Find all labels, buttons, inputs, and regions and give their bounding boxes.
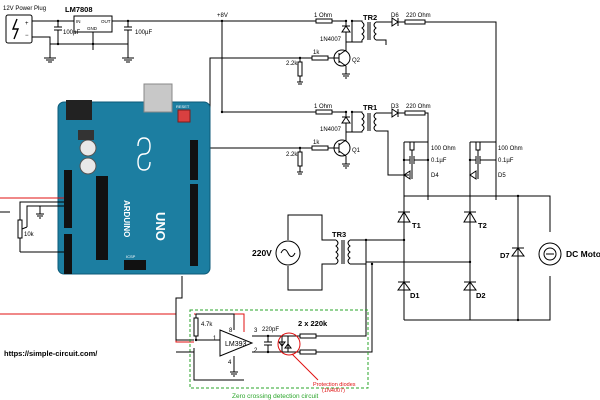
zc-note-line2: (1N4007) <box>322 388 345 394</box>
gate-right-c-label: 0.1µF <box>498 158 514 164</box>
svg-text:IN: IN <box>76 19 81 24</box>
zc-r220k-label: 2 x 220k <box>298 319 328 328</box>
t1-label: T1 <box>412 221 421 230</box>
tr2-d6-label: D6 <box>391 13 399 19</box>
lm393-comparator: LM393 <box>219 329 254 357</box>
gate-left-r-label: 100 Ohm <box>431 146 456 152</box>
power-plug-label: 12V Power Plug <box>3 6 46 12</box>
svg-text:1: 1 <box>213 336 217 342</box>
svg-text:GND: GND <box>87 26 98 31</box>
tr2-1k-label: 1k <box>313 50 320 56</box>
t2-label: T2 <box>478 221 487 230</box>
q1-label: Q1 <box>352 148 361 154</box>
tr2-driver-section: 1 Ohm 1N4007 TR2 D6 220 Ohm 1k 2.2k <box>182 13 497 200</box>
q2-transistor <box>333 49 351 67</box>
tr1-1n4007-label: 1N4007 <box>320 127 342 133</box>
zc-r47k-label: 4.7k <box>201 322 213 328</box>
power-jack <box>66 100 92 120</box>
regulator-label: LM7808 <box>65 5 93 14</box>
svg-text:4: 4 <box>228 360 232 366</box>
tr2-1n4007-label: 1N4007 <box>320 37 342 43</box>
tr1-1k-label: 1k <box>313 140 320 146</box>
svg-text:8: 8 <box>229 328 233 334</box>
arduino-board: RESET ICSP ARDUINO UNO <box>57 83 211 275</box>
tr2-2k2-label: 2.2k <box>286 61 298 67</box>
d1-label: D1 <box>410 291 420 300</box>
power-supply-section: 12V Power Plug + − LM7808 IN OUT GND 100… <box>3 5 228 63</box>
icsp-label: ICSP <box>126 254 136 259</box>
tr1-2k2-label: 2.2k <box>286 152 298 158</box>
arduino-model: UNO <box>153 212 168 241</box>
pot-10k: 10k <box>17 201 64 253</box>
tr1-r1-label: 1 Ohm <box>314 104 332 110</box>
svg-text:OUT: OUT <box>101 19 111 24</box>
atmega-chip <box>96 176 108 260</box>
tr3-label: TR3 <box>332 230 346 239</box>
zc-cap-label: 220pF <box>262 327 279 333</box>
svg-text:−: − <box>25 33 29 39</box>
website-label: https://simple-circuit.com/ <box>4 349 98 358</box>
cap2-label: 100µF <box>135 30 152 36</box>
tr2-r1-label: 1 Ohm <box>314 13 332 19</box>
vplus-label: +8V <box>217 13 228 19</box>
cap1-label: 100µF <box>63 30 80 36</box>
mains-source-icon <box>275 240 301 266</box>
tr2-label: TR2 <box>363 13 377 22</box>
svg-text:2: 2 <box>254 348 258 354</box>
ground-icon <box>44 57 56 63</box>
d7-label: D7 <box>500 251 510 260</box>
ground-icon <box>122 57 134 63</box>
gate-network-left: 100 Ohm 0.1µF D4 <box>402 141 456 200</box>
power-stage: T1 T2 D1 D2 D7 DC Motor TR3 <box>252 194 600 353</box>
pot-label: 10k <box>24 232 35 238</box>
gate-right-r-label: 100 Ohm <box>498 146 523 152</box>
power-plug-icon: + − <box>5 14 33 44</box>
tr1-label: TR1 <box>363 103 377 112</box>
zc-note-line1: Protection diodes <box>313 382 356 388</box>
svg-text:3: 3 <box>254 328 258 334</box>
gate-left-d-label: D4 <box>431 173 439 179</box>
gate-left-c-label: 0.1µF <box>431 158 447 164</box>
zero-crossing-section: Zero crossing detection circuit 4.7k LM3… <box>176 309 369 400</box>
arduino-brand: ARDUINO <box>122 200 131 237</box>
svg-text:LM393: LM393 <box>225 341 247 348</box>
q2-label: Q2 <box>352 58 361 64</box>
mains-label: 220V <box>252 248 272 258</box>
gate-right-d-label: D5 <box>498 173 506 179</box>
tr1-driver-section: 1 Ohm 1N4007 TR1 D3 220 Ohm 1k 2.2k Q1 <box>182 103 431 200</box>
zc-caption: Zero crossing detection circuit <box>232 393 319 400</box>
dc-motor-icon <box>538 232 562 276</box>
tr1-d3-label: D3 <box>391 104 399 110</box>
d2-label: D2 <box>476 291 486 300</box>
q1-transistor <box>333 139 351 157</box>
reset-label: RESET <box>176 104 190 109</box>
motor-label: DC Motor <box>566 249 600 259</box>
tr1-r220-label: 220 Ohm <box>406 104 431 110</box>
regulator-chip: IN OUT GND <box>73 15 113 33</box>
gate-network-right: 100 Ohm 0.1µF D5 <box>468 141 523 200</box>
svg-text:+: + <box>25 21 29 27</box>
tr2-r220-label: 220 Ohm <box>406 13 431 19</box>
usb-port <box>143 83 173 113</box>
